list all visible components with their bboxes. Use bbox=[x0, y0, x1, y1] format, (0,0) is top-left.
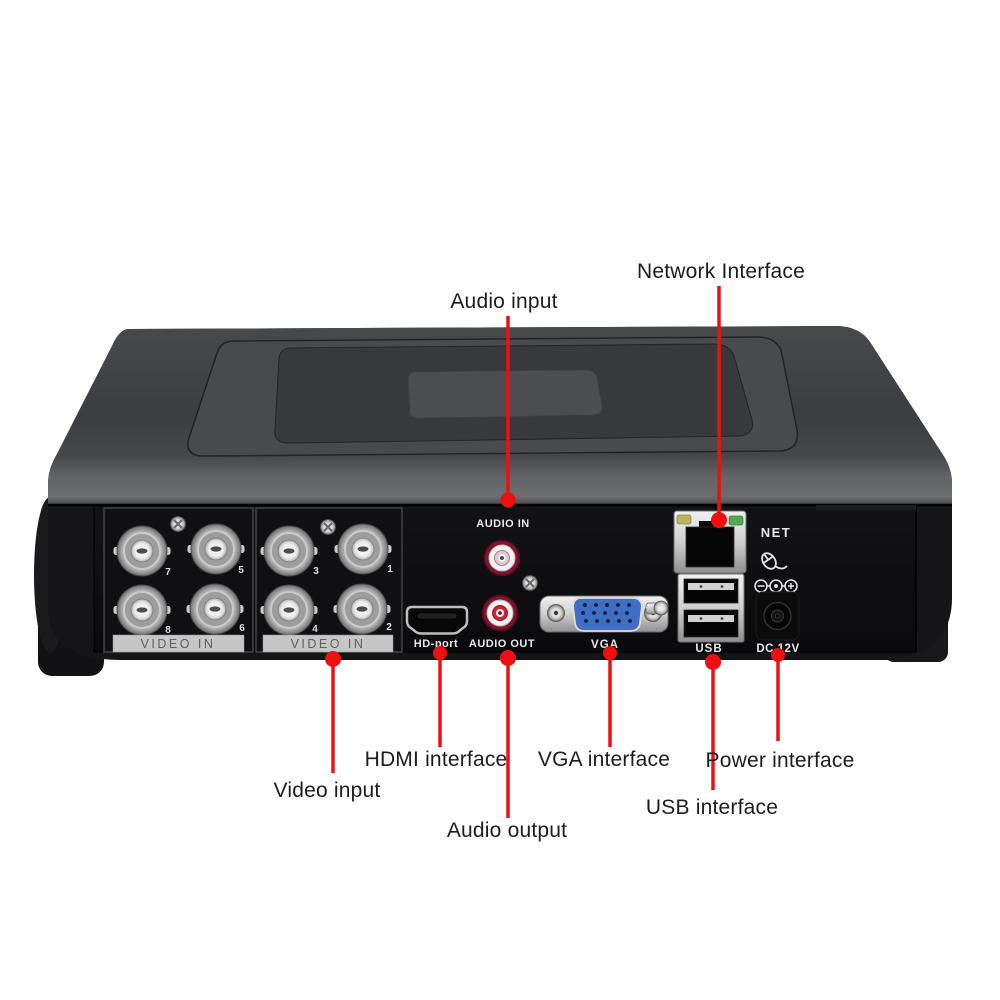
audio-out-label: AUDIO OUT bbox=[469, 638, 535, 650]
usb-callout-dot bbox=[705, 654, 721, 670]
bnc-number: 1 bbox=[387, 564, 393, 575]
screw-icon bbox=[169, 515, 187, 533]
video-in-label-right: VIDEO IN bbox=[291, 637, 366, 651]
screw-icon bbox=[319, 518, 337, 536]
bnc-number: 8 bbox=[165, 625, 171, 636]
toggle-stud bbox=[645, 600, 669, 616]
video-in-panel-right: 3 1 4 2 VIDEO IN bbox=[255, 507, 403, 653]
hdmi-callout-dot bbox=[433, 646, 447, 660]
audio-output-callout-dot bbox=[500, 650, 516, 666]
bnc-number: 7 bbox=[165, 567, 171, 578]
vga-pins bbox=[581, 603, 632, 623]
audio-out-port: AUDIO OUT bbox=[469, 594, 535, 650]
network-callout-dot bbox=[711, 512, 727, 528]
hdmi-callout-label: HDMI interface bbox=[364, 748, 508, 771]
usb-ports bbox=[677, 573, 745, 643]
video-in-label-left: VIDEO IN bbox=[141, 637, 216, 651]
screw-icon bbox=[521, 574, 539, 592]
network-callout-label: Network Interface bbox=[637, 260, 805, 283]
ethernet-led-yellow bbox=[676, 514, 692, 525]
vga-port: VGA bbox=[539, 595, 669, 651]
video-input-callout-dot bbox=[325, 651, 341, 667]
audio-input-callout-label: Audio input bbox=[450, 290, 558, 313]
bnc-number: 3 bbox=[313, 566, 319, 577]
ethernet-led-green bbox=[728, 515, 744, 526]
video-input-callout-label: Video input bbox=[273, 779, 381, 802]
hdmi-port: HD-port bbox=[405, 605, 469, 650]
dc-power-jack bbox=[755, 591, 800, 641]
power-polarity-icon bbox=[754, 579, 798, 593]
bnc-number: 4 bbox=[312, 624, 318, 635]
vga-callout-label: VGA interface bbox=[537, 748, 671, 771]
audio-in-port: AUDIO IN bbox=[476, 518, 530, 577]
bnc-number: 5 bbox=[238, 565, 244, 576]
video-in-panel-left: 7 5 8 6 VIDEO IN bbox=[103, 507, 254, 653]
hdmi-port-label: HD-port bbox=[414, 638, 458, 650]
callout-dots bbox=[325, 492, 785, 670]
bnc-number: 2 bbox=[386, 622, 392, 633]
vga-callout-dot bbox=[603, 646, 617, 660]
power-callout-label: Power interface bbox=[705, 749, 855, 772]
audio-output-callout-label: Audio output bbox=[446, 819, 568, 842]
power-callout-dot bbox=[771, 648, 785, 662]
callout-lines bbox=[331, 286, 780, 818]
mouse-icon bbox=[761, 552, 788, 570]
bnc-number: 6 bbox=[239, 623, 245, 634]
ethernet-port bbox=[673, 510, 747, 574]
audio-in-label: AUDIO IN bbox=[476, 518, 530, 530]
net-label: NET bbox=[761, 525, 792, 540]
usb-label: USB bbox=[695, 643, 722, 655]
usb-callout-label: USB interface bbox=[645, 796, 779, 819]
lid-center-pad bbox=[407, 369, 603, 419]
audio-input-callout-dot bbox=[500, 492, 516, 508]
